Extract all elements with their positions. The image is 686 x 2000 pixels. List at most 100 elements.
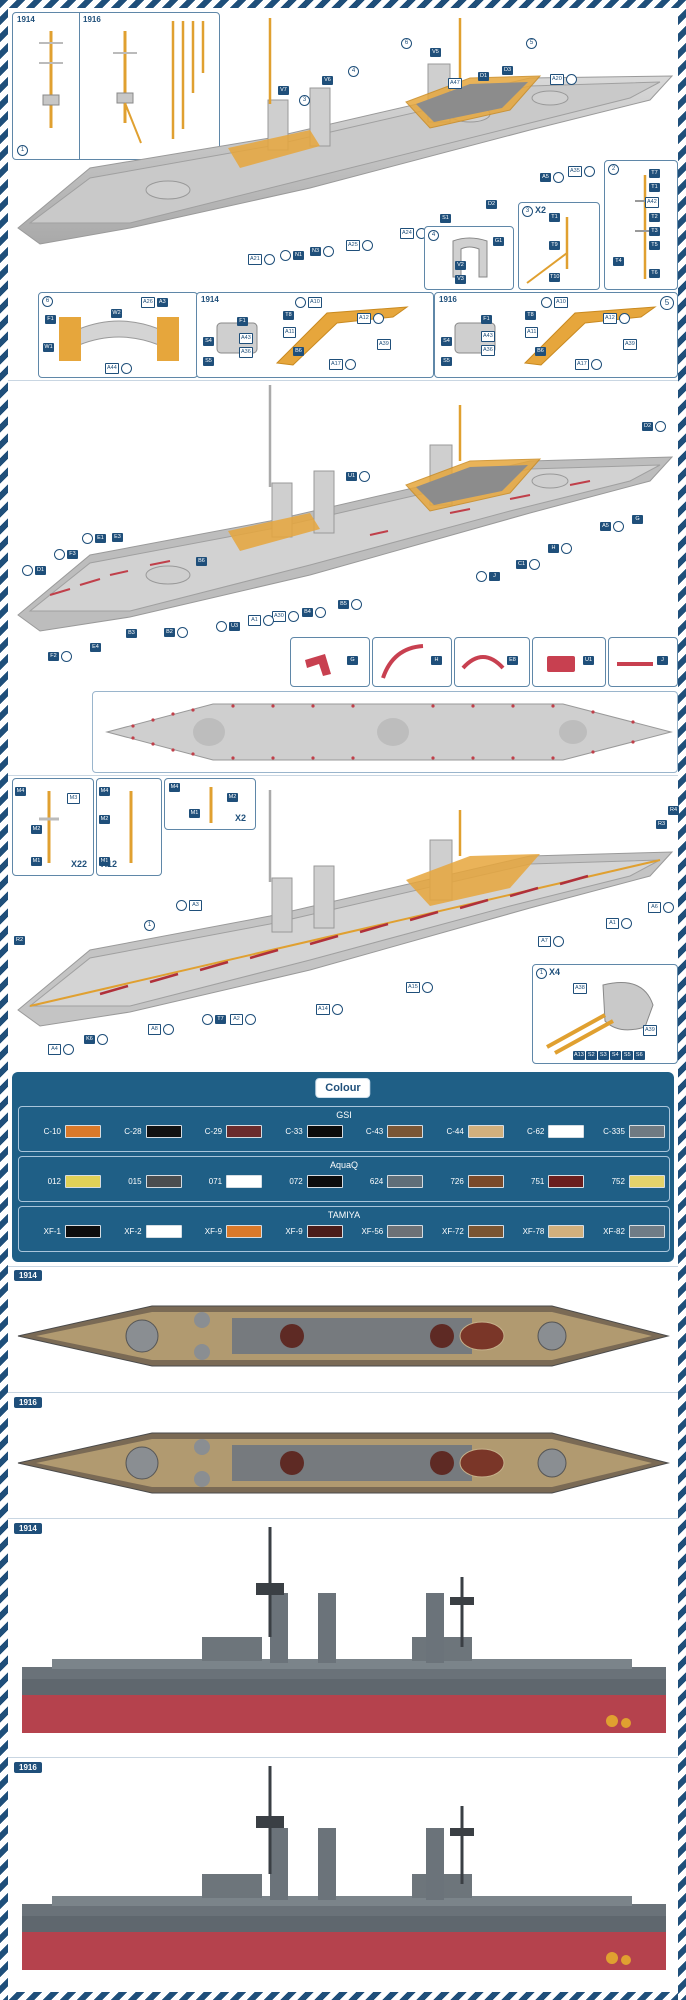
colour-swatch <box>628 1225 665 1238</box>
callout-N3: N3 <box>310 246 334 257</box>
callout-D1-s2: D1 <box>22 565 46 576</box>
swatch-code: C-43 <box>365 1127 384 1136</box>
callout-A15-s3: A15 <box>406 982 433 993</box>
colour-swatch-item: 751 <box>506 1175 585 1188</box>
colour-swatch <box>387 1125 424 1138</box>
detail-U1: U1 <box>532 637 606 687</box>
callout-R4-s3: R4 <box>668 806 679 815</box>
callout-A14-s3: A14 <box>316 1004 343 1015</box>
callout-F3-s2: F3 <box>54 549 78 560</box>
side-profile-painted-1916 <box>22 1766 666 1970</box>
callout-A47: A47 <box>448 78 462 89</box>
colour-swatch <box>387 1225 424 1238</box>
swatch-code: XF-78 <box>522 1227 545 1236</box>
swatch-code: 071 <box>208 1177 223 1186</box>
gun-turret-inset: 1 X4 A38 A39 A13 S2 S3 S4 S5 S6 <box>532 964 678 1064</box>
detail-E8: E8 <box>454 637 530 687</box>
callout-C1-s2: C1 <box>516 559 540 570</box>
callout-5: 5 <box>526 38 537 49</box>
callout-6: 6 <box>401 38 412 49</box>
callout-B6-s2: B6 <box>196 557 207 566</box>
colour-swatch-item: XF-72 <box>426 1225 504 1238</box>
callout-4: 4 <box>348 66 359 77</box>
detail-J: J <box>608 637 678 687</box>
inset-step-4: 4 G1 V2 V3 <box>424 226 514 290</box>
colour-swatch-item: C-44 <box>426 1125 504 1138</box>
swatch-code: C-10 <box>43 1127 61 1136</box>
plan-view-1914: 1914 <box>8 1266 678 1393</box>
colour-swatch <box>548 1225 585 1238</box>
colour-swatch-item: 015 <box>104 1175 182 1188</box>
colour-swatch-item: 012 <box>23 1175 101 1188</box>
callout-A7-s3: A7 <box>538 936 564 947</box>
assembly-step-section-2: D2 U1 B5 A5 G H B3 B2 E4 E3 F2 F3 E1 D1 … <box>8 381 678 776</box>
colour-swatch-item: 071 <box>184 1175 263 1188</box>
swatch-code: C-62 <box>527 1127 545 1136</box>
colour-swatch-item: 072 <box>265 1175 343 1188</box>
brand-name: GSI <box>336 1110 352 1120</box>
colour-swatch <box>145 1125 182 1138</box>
side-profile-painted-1914 <box>22 1527 666 1733</box>
callout-A4-s3: A4 <box>48 1044 74 1055</box>
colour-title: Colour <box>315 1078 371 1098</box>
assembly-step-section-1: 1914 1916 1 <box>8 8 678 381</box>
plan-view-1916: 1916 <box>8 1393 678 1519</box>
swatch-code: C-335 <box>603 1127 625 1136</box>
colour-swatch <box>548 1125 585 1138</box>
callout-N1: N1 <box>280 250 304 261</box>
year-tag-side-1916: 1916 <box>14 1762 42 1773</box>
colour-swatch <box>306 1175 343 1188</box>
callout-A5: A5 <box>540 172 564 183</box>
callout-A6-s3: A6 <box>648 902 674 913</box>
colour-swatch-item: 624 <box>345 1175 424 1188</box>
colour-swatch <box>306 1225 343 1238</box>
ship-assembly-drawing-3 <box>17 790 674 1027</box>
colour-swatch-item: C-335 <box>587 1125 665 1138</box>
callout-T7-s3: T7 <box>202 1014 226 1025</box>
swatch-code: 072 <box>289 1177 303 1186</box>
step-circle-1: 1 <box>17 145 28 156</box>
swatch-code: XF-72 <box>442 1227 464 1236</box>
callout-circle-1-s3: 1 <box>144 920 155 931</box>
brand-name: TAMIYA <box>327 1210 361 1220</box>
callout-A20: A20 <box>550 74 577 85</box>
year-tag-side-1914: 1914 <box>14 1523 42 1534</box>
deck-plan-painted-1914 <box>17 1305 670 1367</box>
colour-swatch-item: 726 <box>426 1175 504 1188</box>
swatch-code: XF-1 <box>43 1227 61 1236</box>
colour-swatch <box>467 1175 504 1188</box>
callout-B4-s2: B4 <box>302 607 326 618</box>
plan-view-deck-fittings <box>92 691 678 773</box>
colour-swatch-item: XF-9 <box>265 1225 343 1238</box>
callout-A21: A21 <box>248 254 275 265</box>
colour-swatch <box>387 1175 424 1188</box>
callout-V5: V5 <box>430 48 441 57</box>
callout-B3-s2: B3 <box>126 629 137 638</box>
colour-swatch <box>145 1175 182 1188</box>
swatch-code: XF-9 <box>285 1227 303 1236</box>
colour-swatch <box>226 1125 263 1138</box>
assembly-step-section-3: M4 M3 M2 M1 X22 M4 M2 M1 X12 M4 M2 M1 X2 <box>8 776 679 1069</box>
callout-A35: A35 <box>568 166 595 177</box>
colour-swatch <box>65 1125 101 1138</box>
inset-step-5-circle: 5 <box>660 296 674 310</box>
swatch-code: C-28 <box>124 1127 142 1136</box>
callout-R3-s3: R3 <box>656 820 667 829</box>
side-profile-1914: 1914 <box>8 1519 678 1758</box>
callout-A1-s2: A1 <box>248 615 274 626</box>
detail-G: G <box>290 637 370 687</box>
callout-F2-s2: F2 <box>48 651 72 662</box>
swatch-code: 752 <box>611 1177 625 1186</box>
colour-swatch <box>65 1225 101 1238</box>
swatch-code: C-33 <box>285 1127 303 1136</box>
colour-swatch <box>145 1225 182 1238</box>
border-top <box>0 0 686 8</box>
callout-A8-s3: A8 <box>148 1024 174 1035</box>
callout-A25: A25 <box>346 240 373 251</box>
colour-swatch-item: XF-9 <box>184 1225 263 1238</box>
colour-swatch <box>226 1175 263 1188</box>
